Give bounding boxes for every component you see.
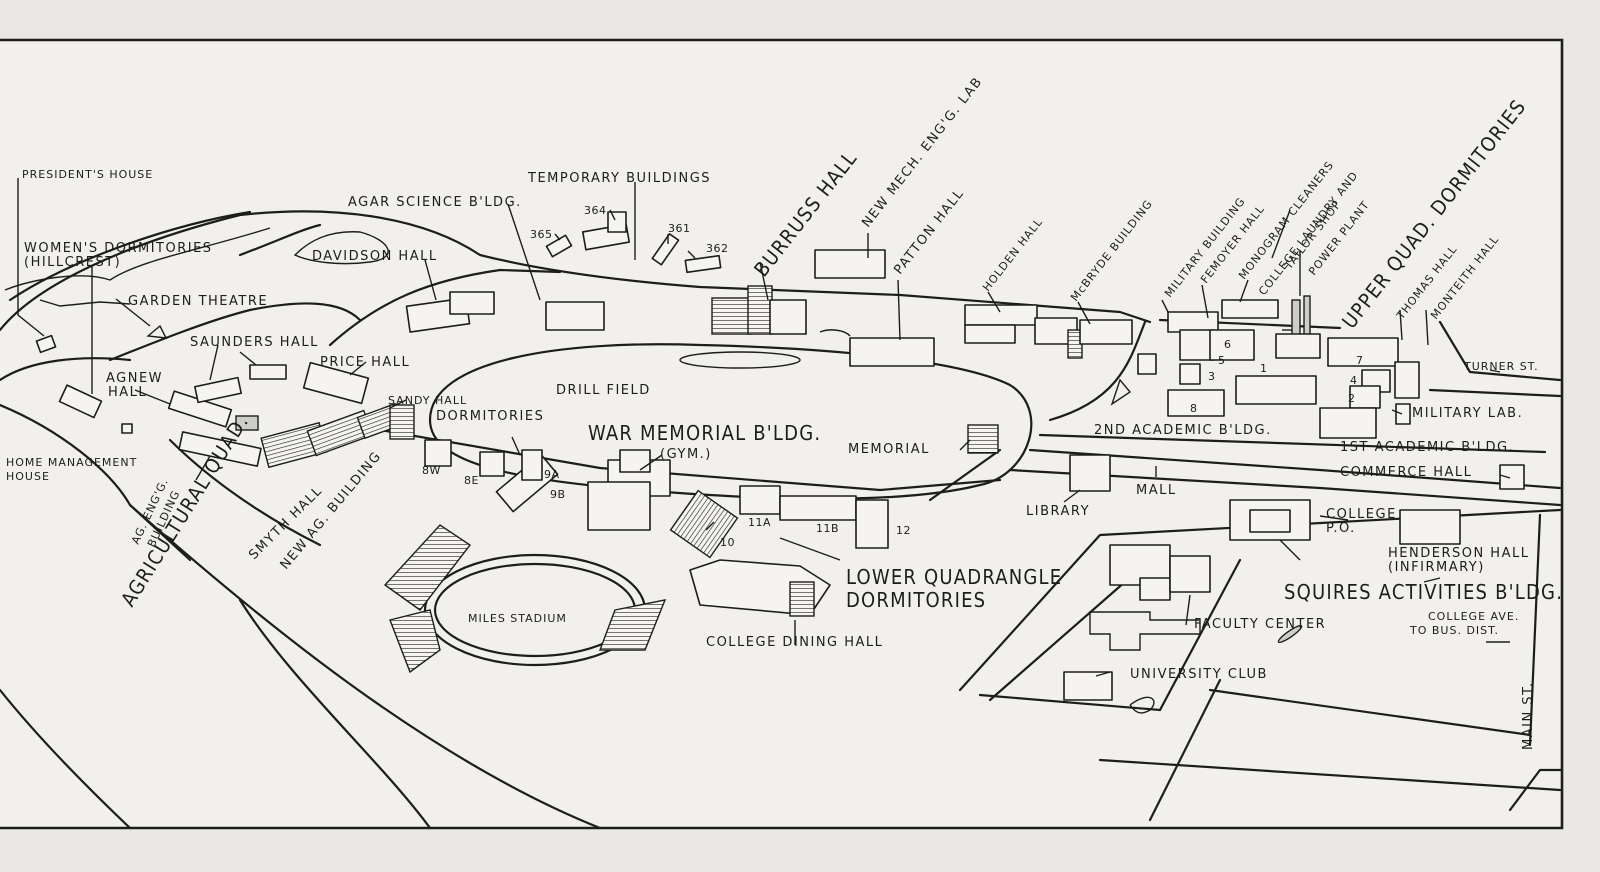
label-sandy-hall: SANDY HALL — [388, 394, 467, 407]
num-8e: 8E — [464, 474, 479, 487]
num-6: 6 — [1224, 338, 1232, 351]
label-infirmary: (INFIRMARY) — [1388, 560, 1485, 575]
label-library: LIBRARY — [1026, 504, 1090, 519]
num-4: 4 — [1350, 374, 1358, 387]
label-main-st: MAIN ST. — [1521, 681, 1536, 750]
miles-stadium — [383, 524, 667, 674]
label-home-management-house: HOUSE — [6, 470, 50, 483]
num-364: 364 — [584, 204, 607, 217]
label-dormitories: DORMITORIES — [436, 409, 544, 424]
num-9a: 9A — [544, 468, 560, 481]
label-to-bus-dist: TO BUS. DIST. — [1409, 624, 1499, 637]
label-lower-quad-dormitories: DORMITORIES — [846, 588, 986, 612]
label-garden-theatre: GARDEN THEATRE — [128, 294, 268, 309]
num-1: 1 — [1260, 362, 1268, 375]
label-temporary-buildings: TEMPORARY BUILDINGS — [527, 171, 711, 186]
label-faculty-center: FACULTY CENTER — [1194, 617, 1326, 632]
label-war-memorial-gym: (GYM.) — [660, 447, 712, 462]
num-362: 362 — [706, 242, 729, 255]
label-turner-st: TURNER ST. — [1463, 360, 1539, 373]
num-12: 12 — [896, 524, 911, 537]
num-8w: 8W — [422, 464, 441, 477]
num-11b: 11B — [816, 522, 839, 535]
label-mall: MALL — [1136, 483, 1177, 498]
num-11a: 11A — [748, 516, 771, 529]
num-9b: 9B — [550, 488, 566, 501]
label-university-club: UNIVERSITY CLUB — [1130, 667, 1268, 682]
num-5: 5 — [1218, 354, 1226, 367]
label-agnew: AGNEW — [106, 371, 163, 386]
label-hillcrest: (HILLCREST) — [24, 255, 121, 270]
buildings — [35, 211, 1525, 714]
label-davidson-hall: DAVIDSON HALL — [312, 249, 438, 264]
label-saunders-hall: SAUNDERS HALL — [190, 335, 319, 350]
label-second-academic: 2ND ACADEMIC B'LDG. — [1094, 423, 1272, 438]
roads — [0, 210, 1564, 830]
label-presidents-house: PRESIDENT'S HOUSE — [22, 168, 153, 181]
label-agar-science: AGAR SCIENCE B'LDG. — [348, 195, 522, 210]
label-college-ave: COLLEGE AVE. — [1428, 610, 1519, 623]
map-border — [0, 38, 1564, 830]
num-10: 10 — [720, 536, 735, 549]
label-military-lab: MILITARY LAB. — [1412, 406, 1523, 421]
label-miles-stadium: MILES STADIUM — [468, 612, 567, 625]
leader-lines — [17, 178, 1511, 677]
label-college-po: P.O. — [1326, 521, 1356, 536]
num-365: 365 — [530, 228, 553, 241]
label-womens-dormitories: WOMEN'S DORMITORIES — [24, 241, 213, 256]
label-squires: SQUIRES ACTIVITIES B'LDG. — [1284, 580, 1563, 604]
label-memorial: MEMORIAL — [848, 442, 930, 457]
num-3: 3 — [1208, 370, 1216, 383]
label-price-hall: PRICE HALL — [320, 355, 410, 370]
label-college-dining-hall: COLLEGE DINING HALL — [706, 635, 883, 650]
label-home-management: HOME MANAGEMENT — [6, 456, 137, 469]
label-first-academic: 1ST ACADEMIC B'LDG. — [1340, 440, 1514, 455]
num-7: 7 — [1356, 354, 1364, 367]
label-lower-quadrangle: LOWER QUADRANGLE — [846, 565, 1062, 589]
label-war-memorial: WAR MEMORIAL B'LDG. — [588, 421, 821, 445]
map-panel — [0, 40, 1563, 828]
num-361: 361 — [668, 222, 691, 235]
building-numbers: 365 364 361 362 8W 8E 9A 9B 10 11A 11B 1… — [422, 204, 1364, 549]
label-agnew-hall: HALL — [108, 385, 147, 400]
label-commerce-hall: COMMERCE HALL — [1340, 465, 1472, 480]
label-college: COLLEGE — [1326, 507, 1397, 522]
label-drill-field: DRILL FIELD — [556, 383, 651, 398]
num-2: 2 — [1348, 392, 1356, 405]
num-8: 8 — [1190, 402, 1198, 415]
label-henderson-hall: HENDERSON HALL — [1388, 546, 1529, 561]
